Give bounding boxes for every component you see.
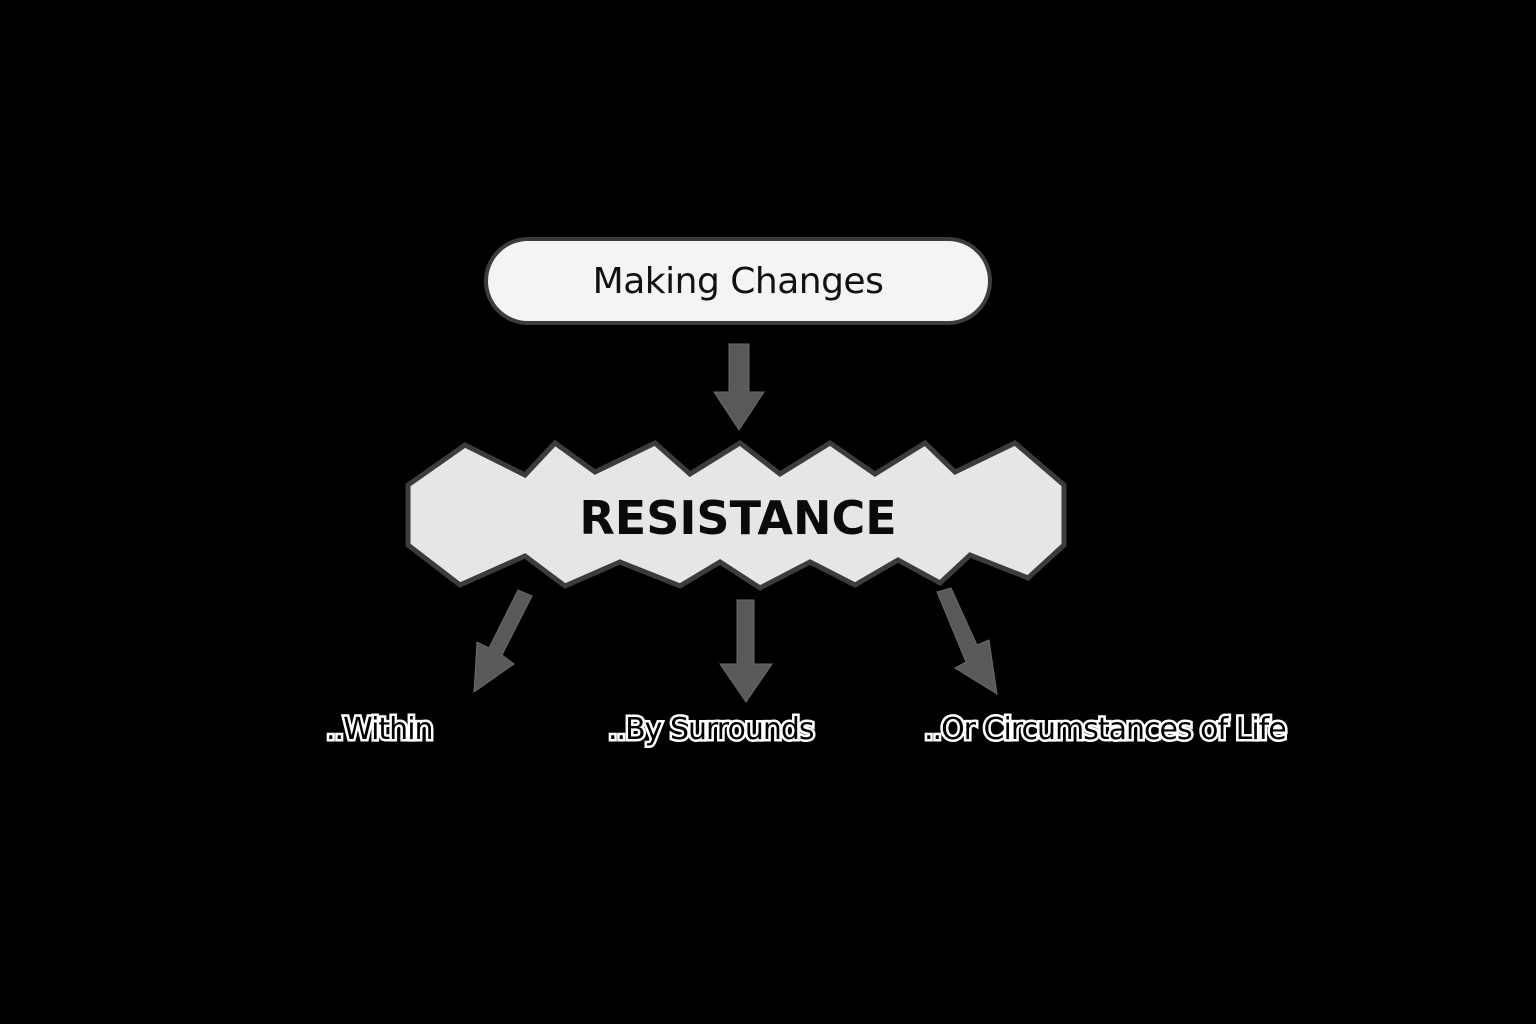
- arrow-down-left-icon: [473, 589, 533, 694]
- resistance-zigzag-shape: [405, 439, 1067, 591]
- outcome-within-label: ..Within: [324, 710, 437, 750]
- outcome-circumstances-label: ..Or Circumstances of Life: [922, 710, 1290, 750]
- making-changes-node: Making Changes: [484, 237, 992, 325]
- making-changes-label: Making Changes: [592, 260, 884, 302]
- arrow-down-icon: [713, 343, 765, 431]
- arrow-down-right-icon: [936, 587, 998, 695]
- arrow-down-icon: [719, 599, 773, 703]
- outcome-surrounds-label: ..By Surrounds: [606, 710, 818, 750]
- resistance-label: RESISTANCE: [579, 491, 897, 545]
